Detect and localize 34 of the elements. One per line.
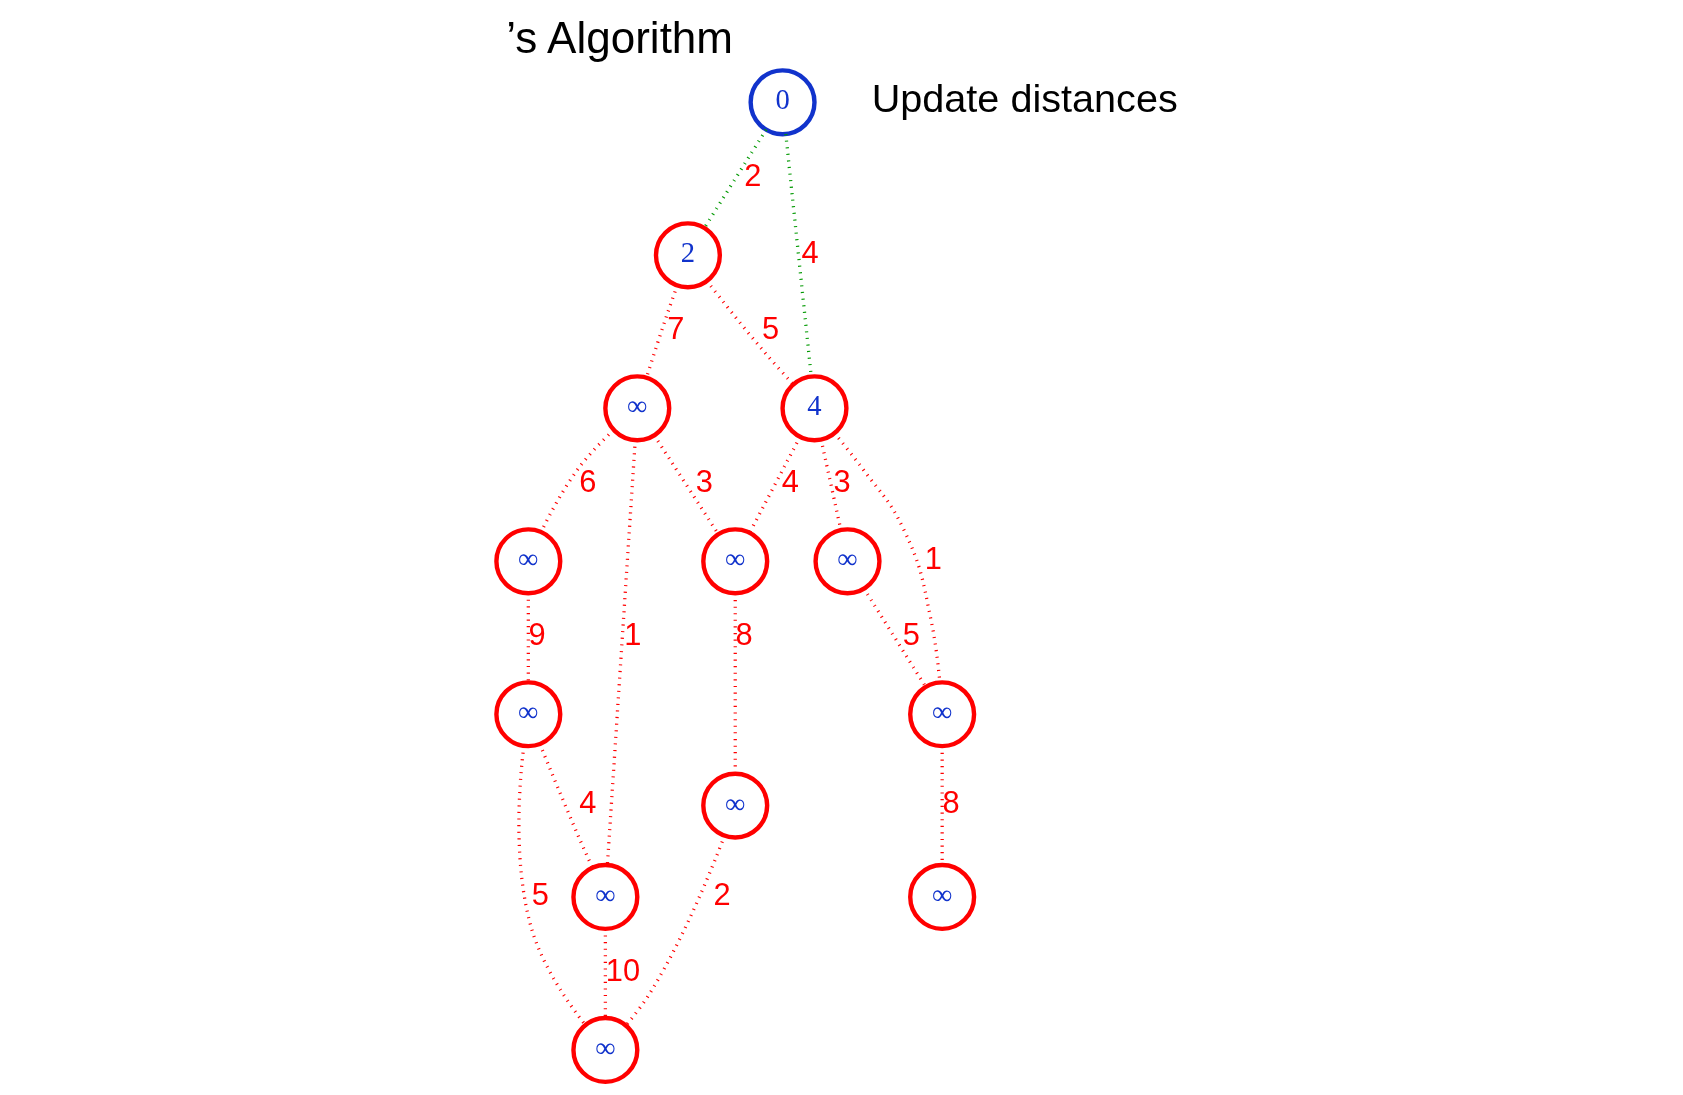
edge-label: 6 [578, 464, 596, 500]
node-circle: ∞ [493, 680, 562, 749]
node-circle: ∞ [570, 862, 639, 932]
edge-label: 5 [902, 617, 920, 653]
node-circle: ∞ [812, 527, 882, 596]
edge-label: 4 [781, 464, 799, 500]
edge-label: 10 [605, 953, 640, 989]
node-circle: ∞ [907, 680, 976, 749]
node-circle: ∞ [570, 1015, 639, 1085]
edge-label: 4 [578, 785, 596, 821]
edge-label: 2 [712, 876, 731, 912]
node-circle: 0 [747, 68, 817, 137]
edge-label: 1 [924, 540, 942, 576]
edge-label: 1 [623, 617, 641, 653]
node-circle: 2 [653, 221, 722, 290]
edge-label: 5 [761, 311, 779, 347]
connector [702, 128, 767, 229]
edge-label: 3 [832, 464, 851, 500]
edge-label: 8 [734, 617, 753, 653]
edge-label: 4 [801, 234, 819, 270]
edge-label: 5 [531, 876, 549, 912]
edge-label: 3 [695, 464, 713, 500]
node-circle: ∞ [907, 862, 976, 932]
node-circle: 4 [779, 374, 849, 443]
label: Update distances [871, 75, 1178, 120]
edge-label: 9 [528, 617, 546, 653]
node-circle: ∞ [700, 527, 769, 596]
diagram-title: ’s Algorithm [505, 12, 733, 62]
edge-label: 8 [941, 785, 960, 821]
node-circle: ∞ [700, 771, 769, 840]
node-circle: ∞ [493, 527, 562, 596]
node-circle: ∞ [602, 374, 671, 443]
edge-label: 2 [743, 158, 761, 194]
edge-label: 7 [666, 311, 684, 347]
